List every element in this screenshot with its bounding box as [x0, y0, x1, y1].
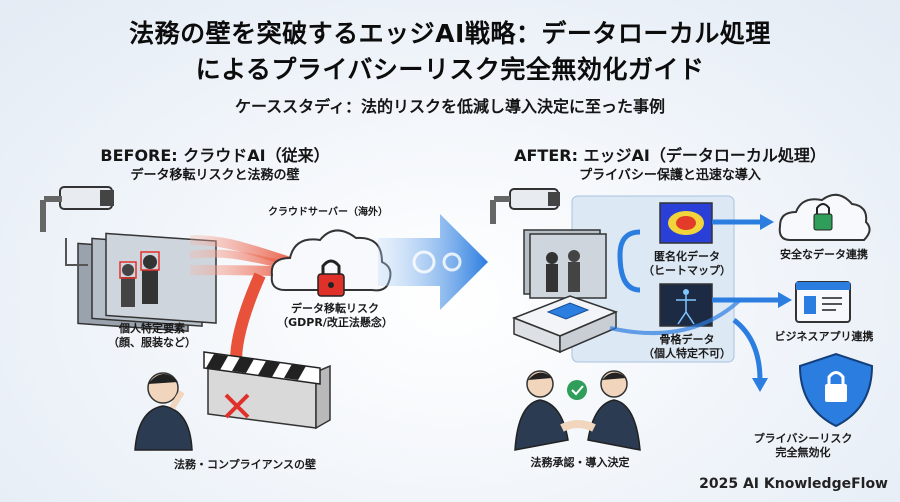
transition-arrow: [378, 214, 488, 310]
split-arrow: [617, 229, 641, 293]
skeleton-label-1: 骨格データ: [659, 333, 715, 346]
after-heading: AFTER: エッジAI（データローカル処理）: [514, 146, 826, 165]
footer-credit: 2025 AI KnowledgeFlow: [699, 476, 888, 492]
cctv-camera-icon-before: [40, 186, 114, 232]
compliance-wall-icon: [203, 351, 331, 430]
business-app-icon: [795, 281, 851, 323]
secure-link-label: 安全なデータ連携: [780, 248, 868, 261]
output-arrows: [609, 214, 792, 415]
pii-label-2: （顔、服装など）: [108, 336, 196, 349]
anon-label-2: （ヒートマップ）: [643, 264, 731, 277]
business-app-label: ビジネスアプリ連携: [774, 330, 874, 343]
edge-device-icon: [511, 295, 619, 354]
monitor-frames-after: [523, 229, 607, 299]
video-frames-before: [77, 232, 217, 332]
secure-cloud-icon: [778, 193, 871, 241]
cctv-camera-icon-after: [490, 188, 560, 224]
page-subtitle: ケーススタディ：法的リスクを低減し導入決定に至った事例: [234, 97, 666, 116]
cloud-server-icon: [270, 229, 392, 297]
privacy-shield-icon: [798, 352, 874, 428]
pii-label-1: 個人特定要素: [119, 322, 185, 335]
risk-label-2: （GDPR/改正法懸念）: [277, 316, 393, 329]
page-title-line2: によるプライバシーリスク完全無効化ガイド: [195, 55, 705, 84]
before-subheading: データ移転リスクと法務の壁: [130, 168, 300, 183]
anon-label-1: 匿名化データ: [654, 250, 720, 263]
heatmap-icon: [659, 202, 713, 244]
privacy-label-1: プライバシーリスク: [753, 432, 853, 445]
cloud-server-label: クラウドサーバー（海外）: [268, 207, 388, 218]
flow-arrow-camera-to-frames: [65, 238, 88, 266]
risk-label-1: データ移転リスク: [291, 302, 379, 315]
after-subheading: プライバシー保護と迅速な導入: [579, 168, 761, 183]
worried-person-icon: [134, 372, 193, 451]
handshake-people-icon: [514, 370, 641, 451]
skeleton-label-2: （個人特定不可）: [643, 347, 731, 360]
privacy-label-2: 完全無効化: [775, 446, 831, 459]
skeleton-icon: [659, 283, 713, 327]
approval-label: 法務承認・導入決定: [530, 456, 630, 469]
wall-label: 法務・コンプライアンスの壁: [173, 458, 316, 471]
before-heading: BEFORE: クラウドAI（従来）: [100, 146, 330, 165]
page-title-line1: 法務の壁を突破するエッジAI戦略：データローカル処理: [129, 19, 771, 48]
